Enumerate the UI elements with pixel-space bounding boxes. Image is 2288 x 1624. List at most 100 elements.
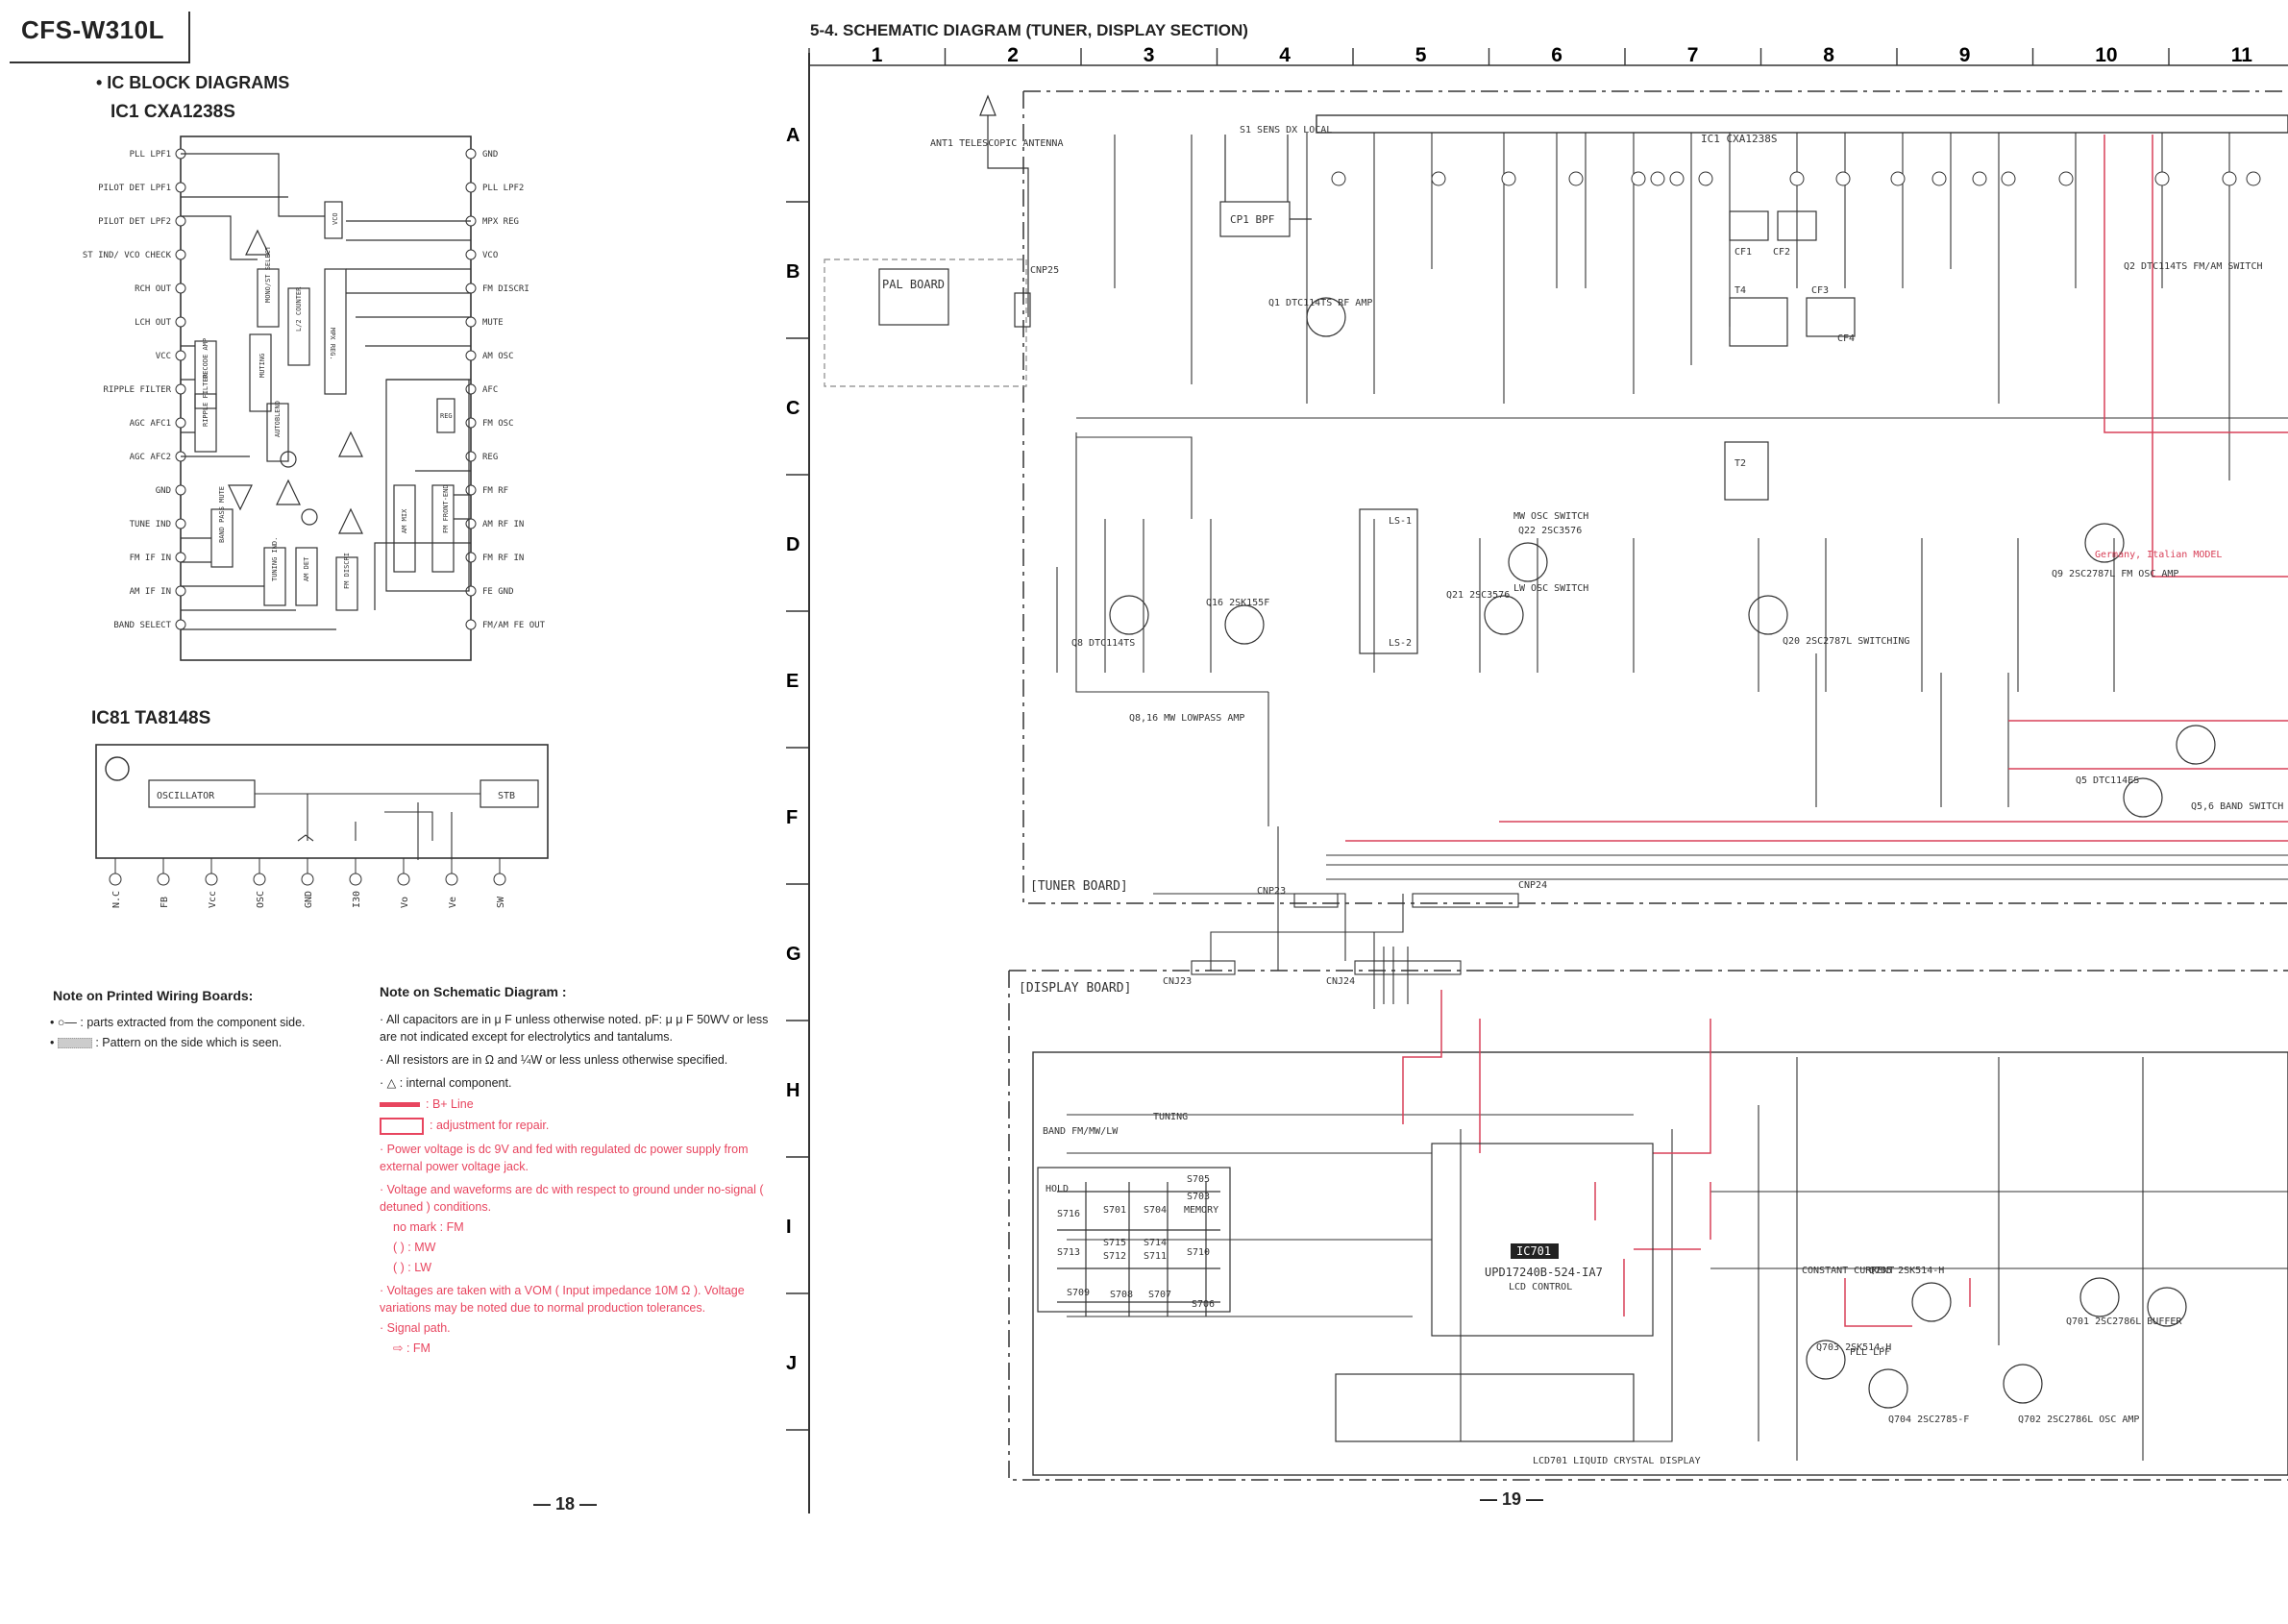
schematic-notes: · All capacitors are in μ F unless other… (380, 1011, 774, 1357)
switch-label: S705 (1187, 1174, 1210, 1185)
column-number: 5 (1415, 44, 1427, 66)
q9-label: Q9 2SC2787L FM OSC AMP (2052, 569, 2178, 579)
ic81-pin-label: Vo (400, 897, 410, 908)
svg-text:RIPPLE FILTER: RIPPLE FILTER (202, 373, 209, 427)
ic1-label: IC1 CXA1238S (1701, 133, 1777, 145)
switch-label: S709 (1067, 1288, 1090, 1298)
cnj24-label: CNJ24 (1326, 976, 1355, 987)
note-power: · Power voltage is dc 9V and fed with re… (380, 1142, 749, 1173)
note-voltage: · Voltage and waveforms are dc with resp… (380, 1182, 764, 1214)
ic1-left-pin-label: BAND SELECT (113, 621, 171, 630)
note-capacitors: · All capacitors are in μ F unless other… (380, 1013, 769, 1044)
column-number: 2 (1007, 44, 1019, 66)
block-diagrams-title: • IC BLOCK DIAGRAMS (96, 73, 290, 92)
column-number: 11 (2231, 44, 2253, 66)
note-mw: ( ) : MW (393, 1240, 436, 1254)
pwb-note-2: • : Pattern on the side which is seen. (50, 1036, 283, 1049)
ic1-left-pin-label: VCC (156, 352, 171, 361)
germany-label: Germany, Italian MODEL (2095, 550, 2222, 560)
pll-lpf-label: PLL LPF (1850, 1347, 1890, 1358)
cnp25-label: CNP25 (1030, 265, 1059, 276)
ic1-pin-node (1650, 171, 1665, 186)
tuning-label: TUNING (1153, 1112, 1188, 1122)
ic1-left-pin-label: AGC AFC2 (130, 453, 171, 462)
switch-label: S716 (1057, 1209, 1080, 1219)
q16-label: Q16 2SK155F (1206, 598, 1269, 608)
cnp23-label: CNP23 (1257, 886, 1286, 897)
constant-current-label: CONSTANT CURRENT (1802, 1266, 1894, 1276)
ic1-pin-node (1631, 171, 1646, 186)
svg-text:AUTOBLEND: AUTOBLEND (274, 401, 282, 437)
ic1-right-pin-label: MUTE (482, 318, 504, 328)
column-number: 3 (1144, 44, 1155, 66)
column-number: 10 (2095, 44, 2117, 66)
ic1-left-pin-label: ST IND/ VCO CHECK (83, 251, 172, 260)
svg-text:DECODE AMP: DECODE AMP (202, 338, 209, 379)
model-box (10, 12, 190, 63)
memory-label: MEMORY (1184, 1205, 1218, 1216)
ic1-left-pin-label: LCH OUT (135, 318, 172, 328)
ic1-right-pin-label: VCO (482, 251, 498, 260)
switch-label: S710 (1187, 1247, 1210, 1258)
ic81-pin-label: FB (160, 897, 170, 908)
q5-label: Q5 DTC114ES (2076, 775, 2139, 786)
note-bplus: : B+ Line (380, 1095, 774, 1113)
ic1-pin-node (1972, 171, 1987, 186)
switch-label: S714 (1144, 1238, 1167, 1248)
row-letter: C (786, 398, 800, 419)
svg-text:AM DET: AM DET (303, 556, 310, 581)
svg-text:TUNING IND.: TUNING IND. (271, 537, 279, 581)
ls2-label: LS-2 (1389, 638, 1412, 649)
ic1-pin-node (1890, 171, 1906, 186)
ic1-left-pin-label: GND (156, 486, 171, 496)
q22-label: Q22 2SC3576 (1518, 526, 1582, 536)
q704-label: Q704 2SC2785-F (1888, 1415, 1969, 1425)
ic1-left-pin-label: PILOT DET LPF1 (98, 184, 171, 193)
svg-text:AM MIX: AM MIX (401, 508, 408, 533)
ic81-pin-label: SW (496, 896, 506, 908)
switch-label: S707 (1148, 1290, 1171, 1300)
ic1-right-pin-label: FM RF IN (482, 554, 524, 563)
column-number: 1 (872, 44, 883, 66)
svg-text:FM FRONT-END: FM FRONT-END (442, 484, 450, 533)
column-number: 7 (1687, 44, 1699, 66)
cf3-label: CF3 (1811, 285, 1829, 296)
ic1-pin-node (1501, 171, 1516, 186)
q703-label: Q703 2SK514-H (1816, 1342, 1891, 1353)
switch-label: S715 (1103, 1238, 1126, 1248)
ic1-pin-node (1931, 171, 1947, 186)
q1-label: Q1 DTC114TS RF AMP (1268, 298, 1372, 308)
ic1-pin-node (2058, 171, 2074, 186)
switch-label: S703 (1187, 1192, 1210, 1202)
ic81-pin-label: Vcc (208, 891, 218, 908)
ic1-right-pin-label: PLL LPF2 (482, 184, 524, 193)
mw-lowpass-label: Q8,16 MW LOWPASS AMP (1129, 713, 1244, 724)
cnp24-label: CNP24 (1518, 880, 1547, 891)
ic1-right-pin-label: FM OSC (482, 419, 514, 429)
switch-label: S711 (1144, 1251, 1167, 1262)
t4-label: T4 (1734, 285, 1746, 296)
ic1-right-pin-label: AFC (482, 385, 498, 395)
ic1-left-pin-label: RIPPLE FILTER (104, 385, 172, 395)
column-number: 4 (1279, 44, 1291, 66)
q2-label: Q2 DTC114TS FM/AM SWITCH (2124, 261, 2263, 272)
note-adjust: : adjustment for repair. (380, 1117, 774, 1135)
ic1-left-pin-label: AGC AFC1 (130, 419, 171, 429)
note-resistors: · All resistors are in Ω and ¼W or less … (380, 1053, 728, 1067)
ic81-pin-label: GND (304, 891, 314, 908)
ic1-right-pin-label: GND (482, 150, 498, 160)
ic1-left-pin-label: FM IF IN (130, 554, 171, 563)
note-fm: no mark : FM (393, 1219, 464, 1234)
row-letter: G (786, 944, 801, 965)
s1-label: S1 SENS DX LOCAL (1240, 125, 1332, 135)
cnj23-label: CNJ23 (1163, 976, 1192, 987)
svg-text:L/2 COUNTER: L/2 COUNTER (295, 286, 303, 332)
ic1-left-pin-label: PLL LPF1 (130, 150, 171, 160)
q702-label: Q702 2SC2786L OSC AMP (2018, 1415, 2139, 1425)
ic1-pin-node (1669, 171, 1685, 186)
band-switch-label: Q5,6 BAND SWITCH (2191, 801, 2283, 812)
row-letter: E (786, 671, 799, 692)
stb-block: STB (498, 791, 515, 801)
note-signal: · Signal path. (380, 1320, 451, 1335)
